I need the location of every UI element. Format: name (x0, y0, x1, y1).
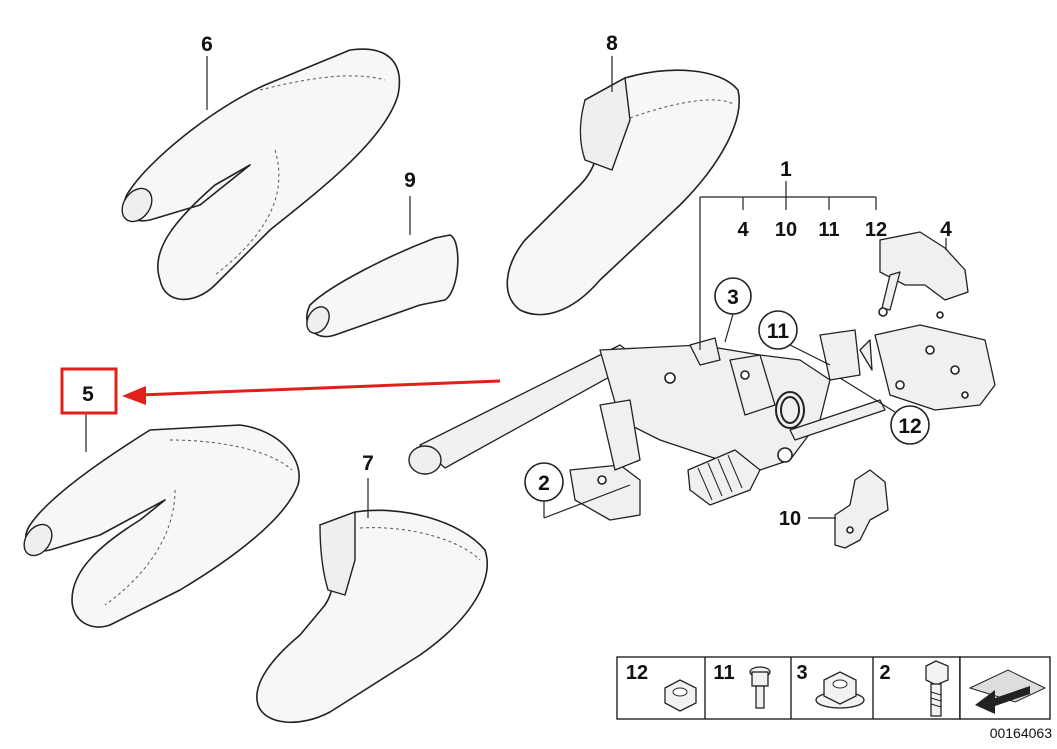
callout-7: 7 (362, 452, 374, 475)
callout-12-sub: 12 (865, 219, 887, 241)
legend-item-11: 11 (713, 662, 734, 684)
highlight-box-5 (60, 367, 118, 415)
callout-10: 10 (779, 508, 801, 530)
callout-11-sub: 11 (818, 219, 839, 241)
callout-1-bracket (699, 181, 877, 350)
callout-9: 9 (404, 169, 416, 192)
highlight-arrow (122, 379, 501, 405)
part-7-gaiter-cover[interactable] (256, 478, 488, 724)
callout-5: 5 (82, 383, 94, 406)
flange-nut-icon (815, 671, 865, 709)
direction-arrow-icon (968, 669, 1047, 714)
callout-12-badge (839, 377, 930, 445)
callout-2-badge (524, 462, 631, 519)
bolt-icon (925, 660, 949, 717)
part-6-handbrake-grip[interactable] (116, 48, 401, 301)
part-10-clip[interactable] (808, 469, 889, 549)
callout-4: 4 (940, 218, 952, 241)
callout-11-badge (758, 310, 831, 366)
part-5-handbrake-grip[interactable] (18, 413, 300, 628)
part-8-gaiter-cover[interactable] (506, 56, 740, 316)
legend-item-12: 12 (626, 662, 648, 684)
part-1-lever-assembly[interactable] (408, 324, 996, 521)
callout-10-sub: 10 (775, 219, 797, 241)
bellows-boot (687, 449, 761, 506)
callout-3-badge (714, 277, 752, 343)
callout-3: 3 (727, 286, 739, 309)
callout-2: 2 (538, 472, 550, 495)
callout-1: 1 (780, 158, 792, 181)
callout-12: 12 (898, 415, 921, 438)
legend-item-2: 2 (879, 662, 890, 684)
callout-4-sub: 4 (737, 219, 749, 241)
callout-8: 8 (606, 32, 618, 55)
callout-6: 6 (201, 33, 213, 56)
return-spring (775, 391, 805, 429)
diagram-code: 00164063 (990, 725, 1053, 741)
legend-item-3: 3 (796, 662, 807, 684)
part-9-lever-sleeve[interactable] (302, 196, 459, 338)
callout-11: 11 (767, 320, 790, 343)
part-4-lock-plate[interactable] (878, 231, 969, 319)
stud-icon (749, 666, 771, 709)
hex-nut-icon (664, 679, 697, 712)
